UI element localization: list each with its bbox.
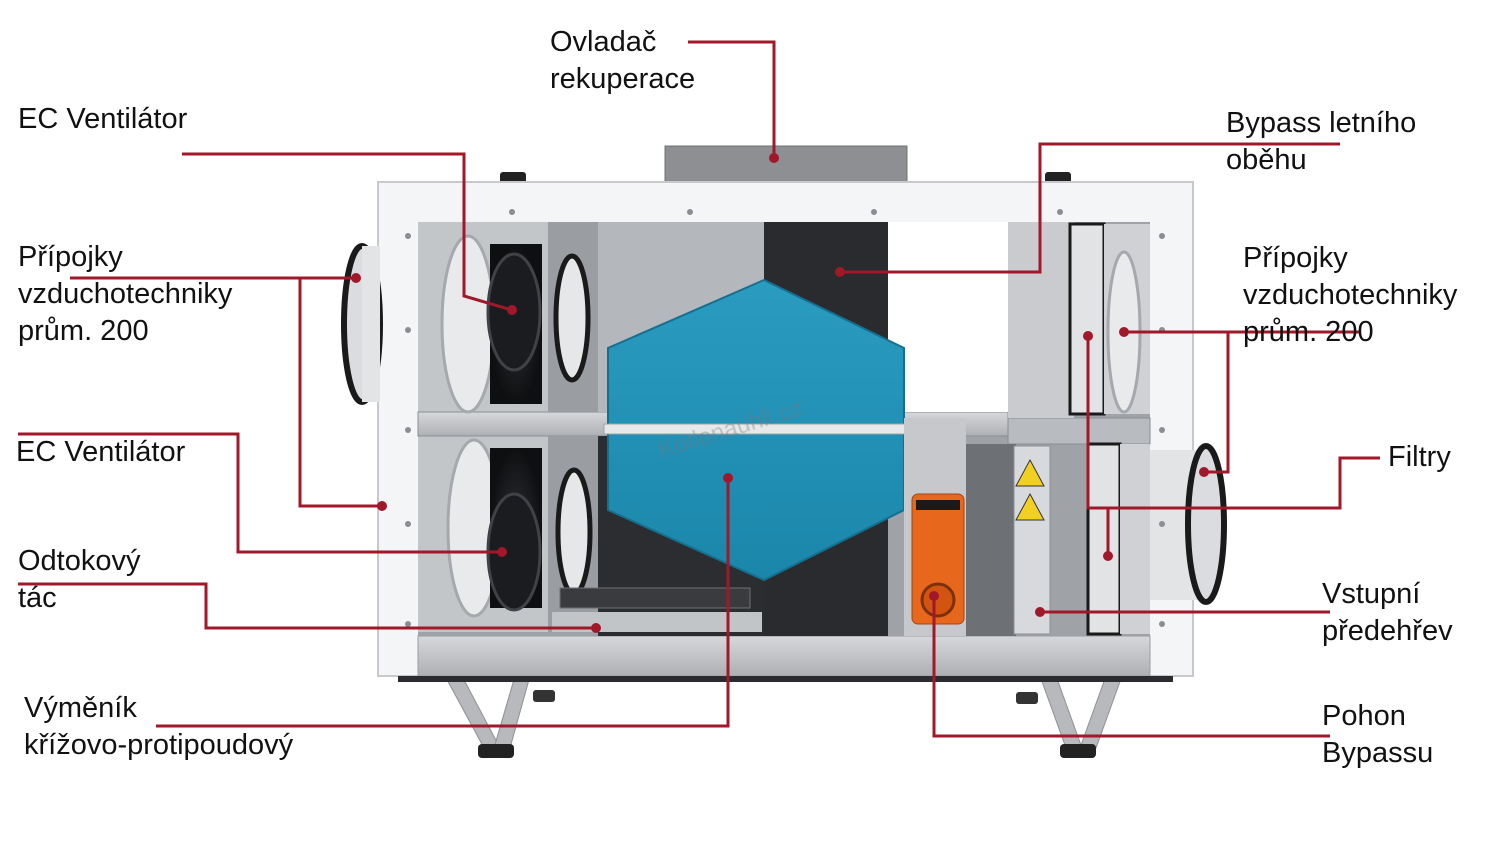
controller-box [664, 145, 908, 183]
label-line: Vstupní [1322, 578, 1421, 610]
heat-exchanger [603, 278, 907, 582]
label-line: Výměník [24, 692, 137, 724]
label-bypass-drive: Pohon Bypassu [1322, 698, 1433, 772]
label-drain-tray: Odtokový tác [18, 543, 141, 617]
unit-feet [444, 675, 1123, 758]
leader-lines [18, 40, 1380, 738]
label-line: prům. 200 [1243, 316, 1374, 348]
label-line: Ovladač [550, 26, 657, 58]
label-line: vzduchotechniky [18, 278, 233, 310]
label-controller: Ovladač rekuperace [550, 24, 695, 98]
label-line: křížovo-protipoudový [24, 729, 294, 761]
label-line: Přípojky [18, 241, 123, 273]
left-duct-connections [341, 234, 502, 618]
label-connections-right: Přípojky vzduchotechniky prům. 200 [1243, 240, 1457, 351]
label-line: rekuperace [550, 63, 696, 95]
label-line: EC Ventilátor [16, 436, 186, 468]
label-preheater: Vstupní předehřev [1322, 576, 1453, 650]
label-filters: Filtry [1388, 439, 1451, 476]
label-line: prům. 200 [18, 315, 149, 347]
label-line: předehřev [1322, 615, 1453, 647]
drain-tray-part [559, 587, 751, 609]
label-line: Bypassu [1322, 737, 1434, 769]
label-bypass-summer: Bypass letního oběhu [1226, 105, 1416, 179]
label-exchanger: Výměník křížovo-protipoudový [24, 690, 293, 764]
leader-endpoints [351, 153, 1209, 633]
label-line: tác [18, 582, 57, 614]
label-line: Bypass letního [1226, 107, 1417, 139]
right-duct-connection [1106, 250, 1227, 605]
preheater-unit [1013, 445, 1051, 635]
label-ec-fan-bottom: EC Ventilátor [16, 434, 185, 471]
label-connections-left: Přípojky vzduchotechniky prům. 200 [18, 239, 232, 350]
label-line: Filtry [1388, 441, 1451, 473]
label-line: vzduchotechniky [1243, 279, 1458, 311]
label-line: EC Ventilátor [18, 103, 188, 135]
bypass-drive-actuator [911, 493, 965, 625]
label-line: Přípojky [1243, 242, 1348, 274]
label-line: oběhu [1226, 144, 1307, 176]
label-line: Pohon [1322, 700, 1406, 732]
label-line: Odtokový [18, 545, 141, 577]
label-ec-fan-top: EC Ventilátor [18, 101, 187, 138]
